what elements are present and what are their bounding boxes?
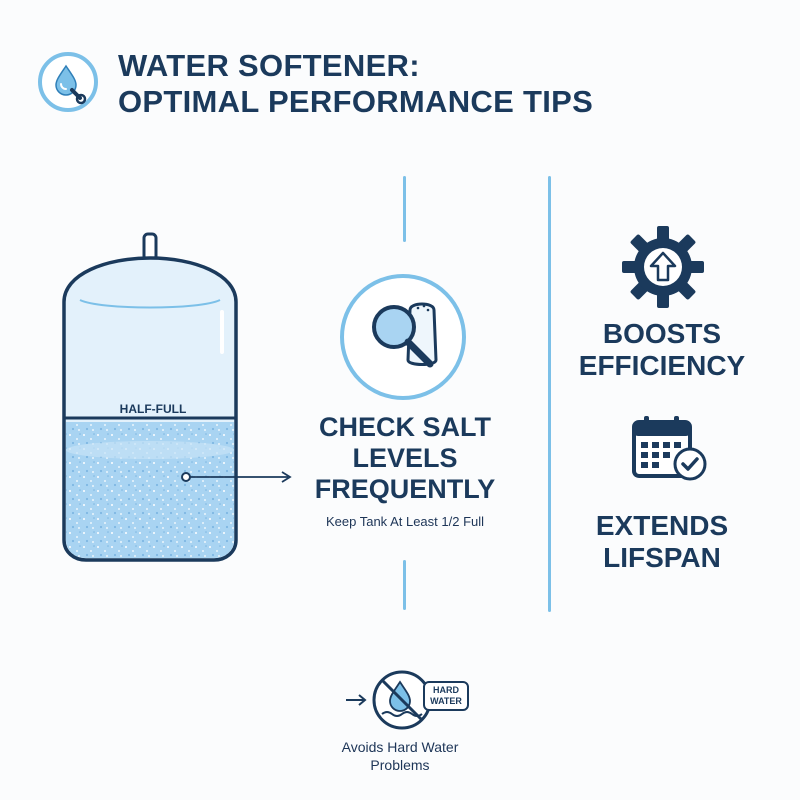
hard-water-label-line-2: Problems (370, 757, 430, 773)
water-drop-wrench-icon (55, 64, 87, 105)
tip-title-line-1: CHECK SALT (319, 412, 491, 442)
gear-up-arrow-icon (622, 226, 704, 308)
divider-center-bottom (403, 560, 406, 610)
tip-title-line-2: LEVELS (352, 443, 458, 473)
benefit-efficiency-line-2: EFFICIENCY (578, 350, 746, 381)
divider-right (548, 176, 551, 612)
hard-water-label: Avoids Hard Water Problems (300, 738, 500, 774)
benefit-lifespan-line-1: EXTENDS (595, 510, 729, 541)
fill-level-label: HALF-FULL (119, 402, 187, 416)
hard-water-label-line-1: Avoids Hard Water (341, 739, 459, 755)
benefit-lifespan: EXTENDS LIFSPAN (552, 510, 772, 574)
page-title: WATER SOFTENER: OPTIMAL PERFORMANCE TIPS (118, 48, 593, 120)
calendar-check-icon (632, 416, 707, 481)
title-line-2: OPTIMAL PERFORMANCE TIPS (118, 84, 594, 119)
benefit-efficiency: BOOSTS EFFICIENCY (552, 318, 772, 382)
benefit-efficiency-line-1: BOOSTS (602, 318, 722, 349)
tip-title: CHECK SALT LEVELS FREQUENTLY (280, 412, 530, 505)
hard-water-badge-line-1: HARD (433, 685, 459, 695)
hard-water-badge-line-2: WATER (430, 696, 462, 706)
divider-center-top (403, 176, 406, 242)
tip-subtitle: Keep Tank At Least 1/2 Full (325, 514, 485, 529)
no-hard-water-icon: HARD WATER (346, 670, 469, 730)
logo-badge (38, 52, 98, 112)
tip-title-line-3: FREQUENTLY (314, 474, 496, 504)
softener-tank-illustration (62, 232, 292, 562)
benefit-lifespan-line-2: LIFSPAN (603, 542, 721, 573)
title-line-1: WATER SOFTENER: (118, 48, 420, 83)
magnifier-salt-shaker-icon (340, 274, 466, 400)
